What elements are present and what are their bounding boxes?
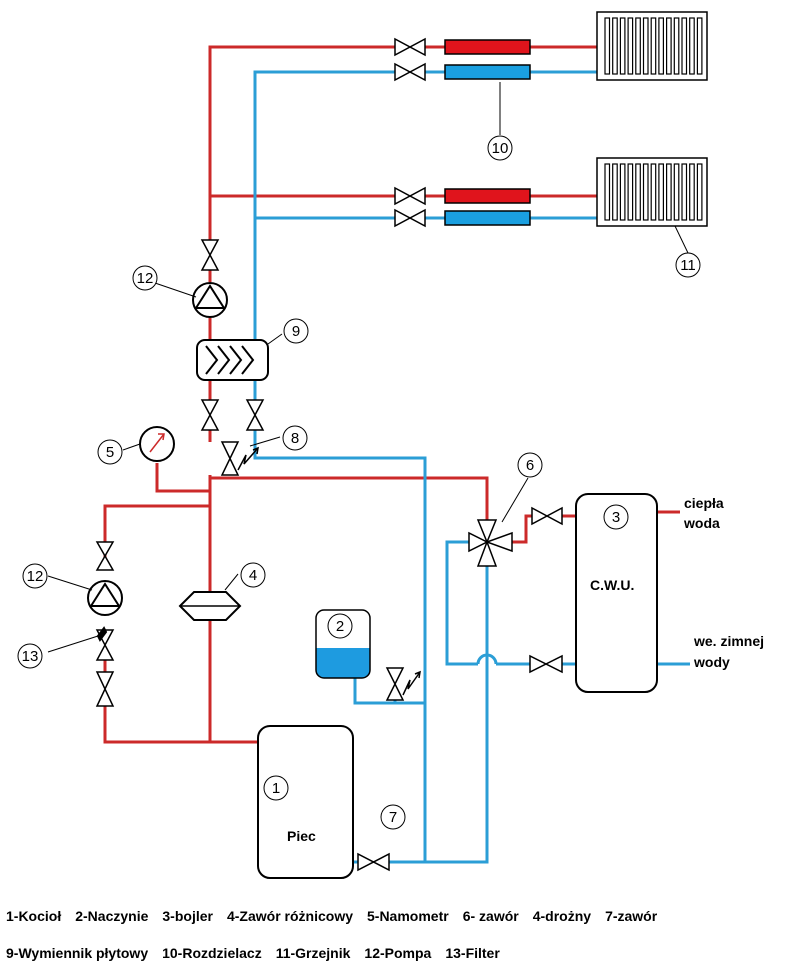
radiator-fin [627,163,634,221]
legend-item: 3-bojler [162,908,213,924]
valve-8 [220,441,240,476]
radiator-fin [612,17,618,75]
callout-2: 2 [336,618,344,635]
callout-9: 9 [292,323,300,340]
radiator-fin [612,163,618,221]
callout-numbers: 1 2 3 4 5 6 7 8 9 10 11 12 12 13 [22,140,696,826]
radiator-1 [596,11,708,81]
relief-arrows [237,446,421,696]
filter [96,626,108,642]
radiator-fin [665,17,672,75]
hot-water-tank [575,493,658,693]
radiator-2 [596,157,708,227]
callout-12-left: 12 [27,568,44,585]
valve-expansion [385,667,405,701]
heating-system-diagram: 1 2 3 4 5 6 7 8 9 10 11 12 12 13 Piec C.… [17,11,764,879]
radiator-fin [619,163,626,221]
manometer [139,426,175,462]
legend-row-1: 1-Kocioł 2-Naczynie 3-bojler 4-Zawór różnic… [6,908,800,924]
radiator-fin [696,163,703,221]
callout-12-top: 12 [137,270,154,287]
cwu-label: C.W.U. [590,577,634,593]
callout-1: 1 [272,780,280,797]
distributor-bars [444,39,531,226]
radiator-fin [658,17,665,75]
legend-item: 7-zawór [605,908,658,924]
valve-rad1-return [394,62,426,82]
radiator-fin [642,163,649,221]
radiator-fin [627,17,634,75]
hot-water-label-2: woda [683,515,720,531]
legend-item: 4-drożny [532,908,592,924]
four-way-valve [468,519,513,567]
valve-rad2-return [394,208,426,228]
pump-left [87,580,123,616]
radiator-fin [650,17,657,75]
valve-cwu-return [529,654,563,674]
valve-hx-supply [200,399,220,431]
callout-8: 8 [291,430,299,447]
differential-valve [178,591,242,621]
callout-5: 5 [106,444,114,461]
legend-item: 10-Rozdzielacz [162,945,262,961]
callout-3: 3 [612,509,620,526]
radiator-fin [689,163,695,221]
callout-13: 13 [22,648,39,665]
radiator-fin [673,17,680,75]
legend-item: 6- zawór [462,908,519,924]
cold-water-label-2: wody [693,654,730,670]
valve-rad1-supply [394,37,426,57]
hot-water-label-1: ciepła [684,495,724,511]
valve-top-pump [200,239,220,271]
legend-item: 9-Wymiennik płytowy [6,945,149,961]
callout-10: 10 [492,140,509,157]
radiator-fin [635,163,641,221]
legend-item: 12-Pompa [364,945,432,961]
radiator-fin [681,17,688,75]
legend-item: 13-Filter [445,945,500,961]
valve-left-top [95,541,115,571]
valve-cwu-supply [531,506,563,526]
radiator-fin [650,163,657,221]
valve-rad2-supply [394,186,426,206]
valve-hx-return [245,399,265,431]
callout-11: 11 [680,257,696,274]
expansion-vessel [315,609,371,679]
radiator-fin [665,163,672,221]
valve-7 [357,852,390,872]
valve-left-bottom [95,671,115,707]
legend-row-2: 9-Wymiennik płytowy 10-Rozdzielacz 11-Grze… [6,945,800,961]
legend-item: 11-Grzejnik [275,945,351,961]
cold-water-label-1: we. zimnej [693,633,764,649]
radiator-fin [604,163,611,221]
callout-4: 4 [249,567,257,584]
boiler-piec [257,725,354,879]
plate-heat-exchanger [196,339,269,381]
radiator-fin [604,17,611,75]
radiator-fin [658,163,665,221]
callout-6: 6 [526,457,534,474]
callout-7: 7 [389,809,397,826]
radiator-fin [673,163,680,221]
radiator-fin [619,17,626,75]
valves [95,37,563,872]
legend-item: 5-Namometr [367,908,449,924]
radiator-fin [696,17,703,75]
legend-item: 2-Naczynie [75,908,149,924]
callout-circles [17,135,701,830]
pump-top [192,282,228,318]
piec-label: Piec [287,828,316,844]
radiator-fin [635,17,641,75]
legend-item: 1-Kocioł [6,908,62,924]
radiator-fin [681,163,688,221]
radiator-fin [689,17,695,75]
radiator-fin [642,17,649,75]
callout-leaders [47,82,689,653]
legend-item: 4-Zawór różnicowy [226,908,353,924]
